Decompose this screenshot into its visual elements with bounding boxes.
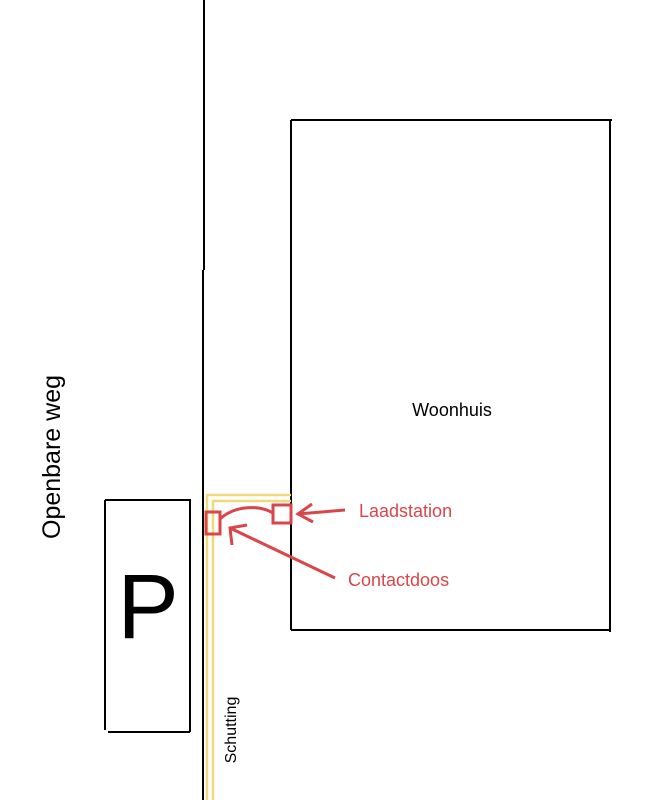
cable bbox=[218, 506, 274, 521]
charger-label: Laadstation bbox=[359, 501, 452, 521]
fence-label: Schutting bbox=[223, 697, 240, 764]
house-outline bbox=[290, 119, 612, 632]
charger-box bbox=[271, 503, 293, 525]
parking-outline bbox=[104, 499, 191, 733]
road-label: Openbare weg bbox=[38, 375, 66, 539]
arrow-to-socket bbox=[228, 523, 336, 580]
house-label: Woonhuis bbox=[412, 400, 492, 420]
arrow-to-charger bbox=[295, 502, 346, 524]
socket-label: Contactdoos bbox=[348, 570, 449, 590]
fence bbox=[205, 493, 291, 800]
socket-box bbox=[204, 510, 222, 536]
road-edge-line bbox=[202, 0, 205, 800]
parking-label: P bbox=[117, 556, 178, 658]
